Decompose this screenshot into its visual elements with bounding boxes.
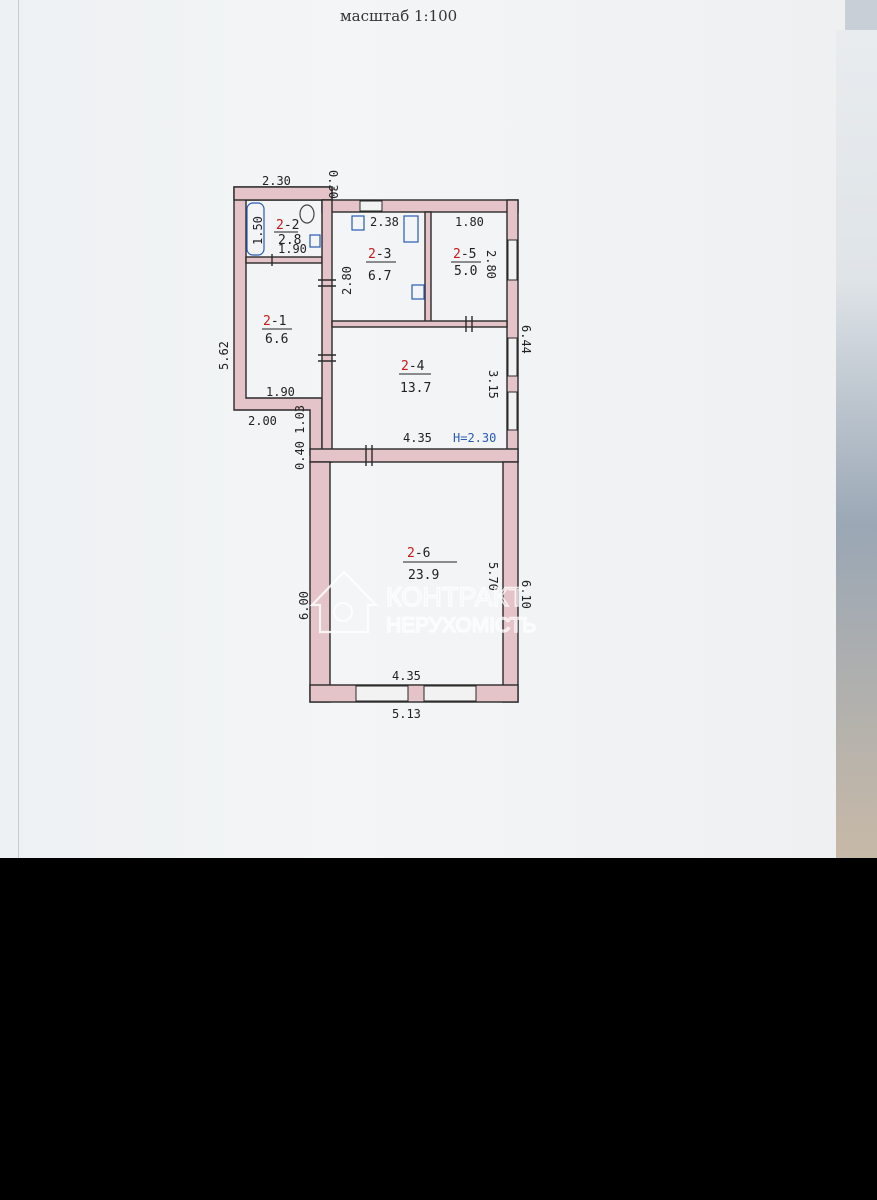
room-id-2-5: 2-5	[453, 247, 476, 262]
wall-inner-horizontal	[331, 320, 508, 328]
wall-bath-bottom	[245, 256, 323, 264]
dim-room1-width: 1.90	[266, 385, 295, 399]
dim-bath-height: 1.50	[251, 216, 265, 245]
wall-inner-left	[321, 199, 333, 463]
fixtures	[246, 202, 425, 300]
toilet-icon	[299, 204, 315, 224]
window-right-2-4b	[507, 391, 518, 431]
dim-room6-height-outer: 6.10	[519, 580, 533, 609]
sink-icon	[309, 234, 321, 248]
scale-label: масштаб 1:100	[340, 7, 458, 25]
room-area-2-5: 5.0	[454, 264, 477, 279]
dim-top-left-width: 2.30	[262, 174, 291, 188]
dim-left-height: 5.62	[217, 341, 231, 370]
wall-top-right	[321, 199, 519, 213]
dim-bath-width: 1.90	[278, 242, 307, 256]
dim-room3-height: 2.80	[340, 266, 354, 295]
door-marks	[271, 254, 473, 466]
windows	[355, 200, 518, 702]
ceiling-height-note: H=2.30	[453, 431, 496, 445]
dim-room5-height: 2.80	[484, 250, 498, 279]
room-area-2-6: 23.9	[408, 568, 439, 583]
dim-right-height: 6.44	[519, 325, 533, 354]
room-area-2-2: 2.8	[278, 233, 301, 248]
paper-edge	[18, 0, 19, 858]
room-area-2-4: 13.7	[400, 381, 431, 396]
watermark-line1: КОНТРАКТ	[386, 582, 525, 612]
room-id-2-3: 2-3	[368, 247, 391, 262]
dim-room6-inner-width: 4.35	[392, 669, 421, 683]
room-labels: 2-1 6.6 2-2 2.8 2-3 6.7 2-5 5.0 2-4 13.7…	[262, 218, 481, 583]
room-id-2-4: 2-4	[401, 359, 425, 374]
watermark-line2: НЕРУХОМІСТЬ	[386, 614, 536, 637]
boiler-icon	[403, 215, 419, 243]
house-logo-icon	[309, 570, 379, 634]
dimensions: 2.30 0.30 1.50 1.90 2.38 2.80 1.80 2.80 …	[217, 170, 533, 721]
paper-sheet	[0, 0, 845, 858]
wall-inner-3-5	[424, 211, 432, 325]
room-id-2-1: 2-1	[263, 314, 286, 329]
room-id-2-2: 2-2	[276, 218, 299, 233]
dim-room3-width: 2.38	[370, 215, 399, 229]
dim-top-gap: 0.30	[326, 170, 340, 199]
document-photo: масштаб 1:100	[0, 0, 877, 858]
dim-room6-height-left: 6.00	[297, 591, 311, 620]
background-strip	[836, 30, 877, 858]
dim-room4-width: 4.35	[403, 431, 432, 445]
wall-left-block-outer-top	[233, 186, 333, 201]
dim-bottom-left-width: 2.00	[248, 414, 277, 428]
floor-plan: 2.30 0.30 1.50 1.90 2.38 2.80 1.80 2.80 …	[217, 170, 537, 721]
window-bottom-2-6b	[423, 685, 477, 702]
bathtub-icon	[246, 202, 265, 256]
window-right-2-5	[507, 239, 518, 281]
dim-room5-width: 1.80	[455, 215, 484, 229]
dim-room4-height: 3.15	[486, 370, 500, 399]
dim-left-offsets: 0.40 1.03	[293, 405, 307, 470]
black-area	[0, 858, 877, 1200]
watermark-logo: КОНТРАКТ НЕРУХОМІСТЬ	[309, 570, 537, 638]
wall-4-6	[309, 448, 519, 463]
stove-icon	[351, 215, 365, 231]
window-top-2-3	[359, 200, 383, 212]
wall-6-bottom	[309, 684, 519, 703]
stove-icon-2	[411, 284, 425, 300]
room-area-2-3: 6.7	[368, 269, 391, 284]
dim-room6-outer-width: 5.13	[392, 707, 421, 721]
window-bottom-2-6a	[355, 685, 409, 702]
wall-6-left	[309, 461, 331, 703]
room-id-2-6: 2-6	[407, 546, 430, 561]
window-right-2-4a	[507, 337, 518, 377]
dim-room6-height-right: 5.70	[486, 562, 500, 591]
room-area-2-1: 6.6	[265, 332, 288, 347]
